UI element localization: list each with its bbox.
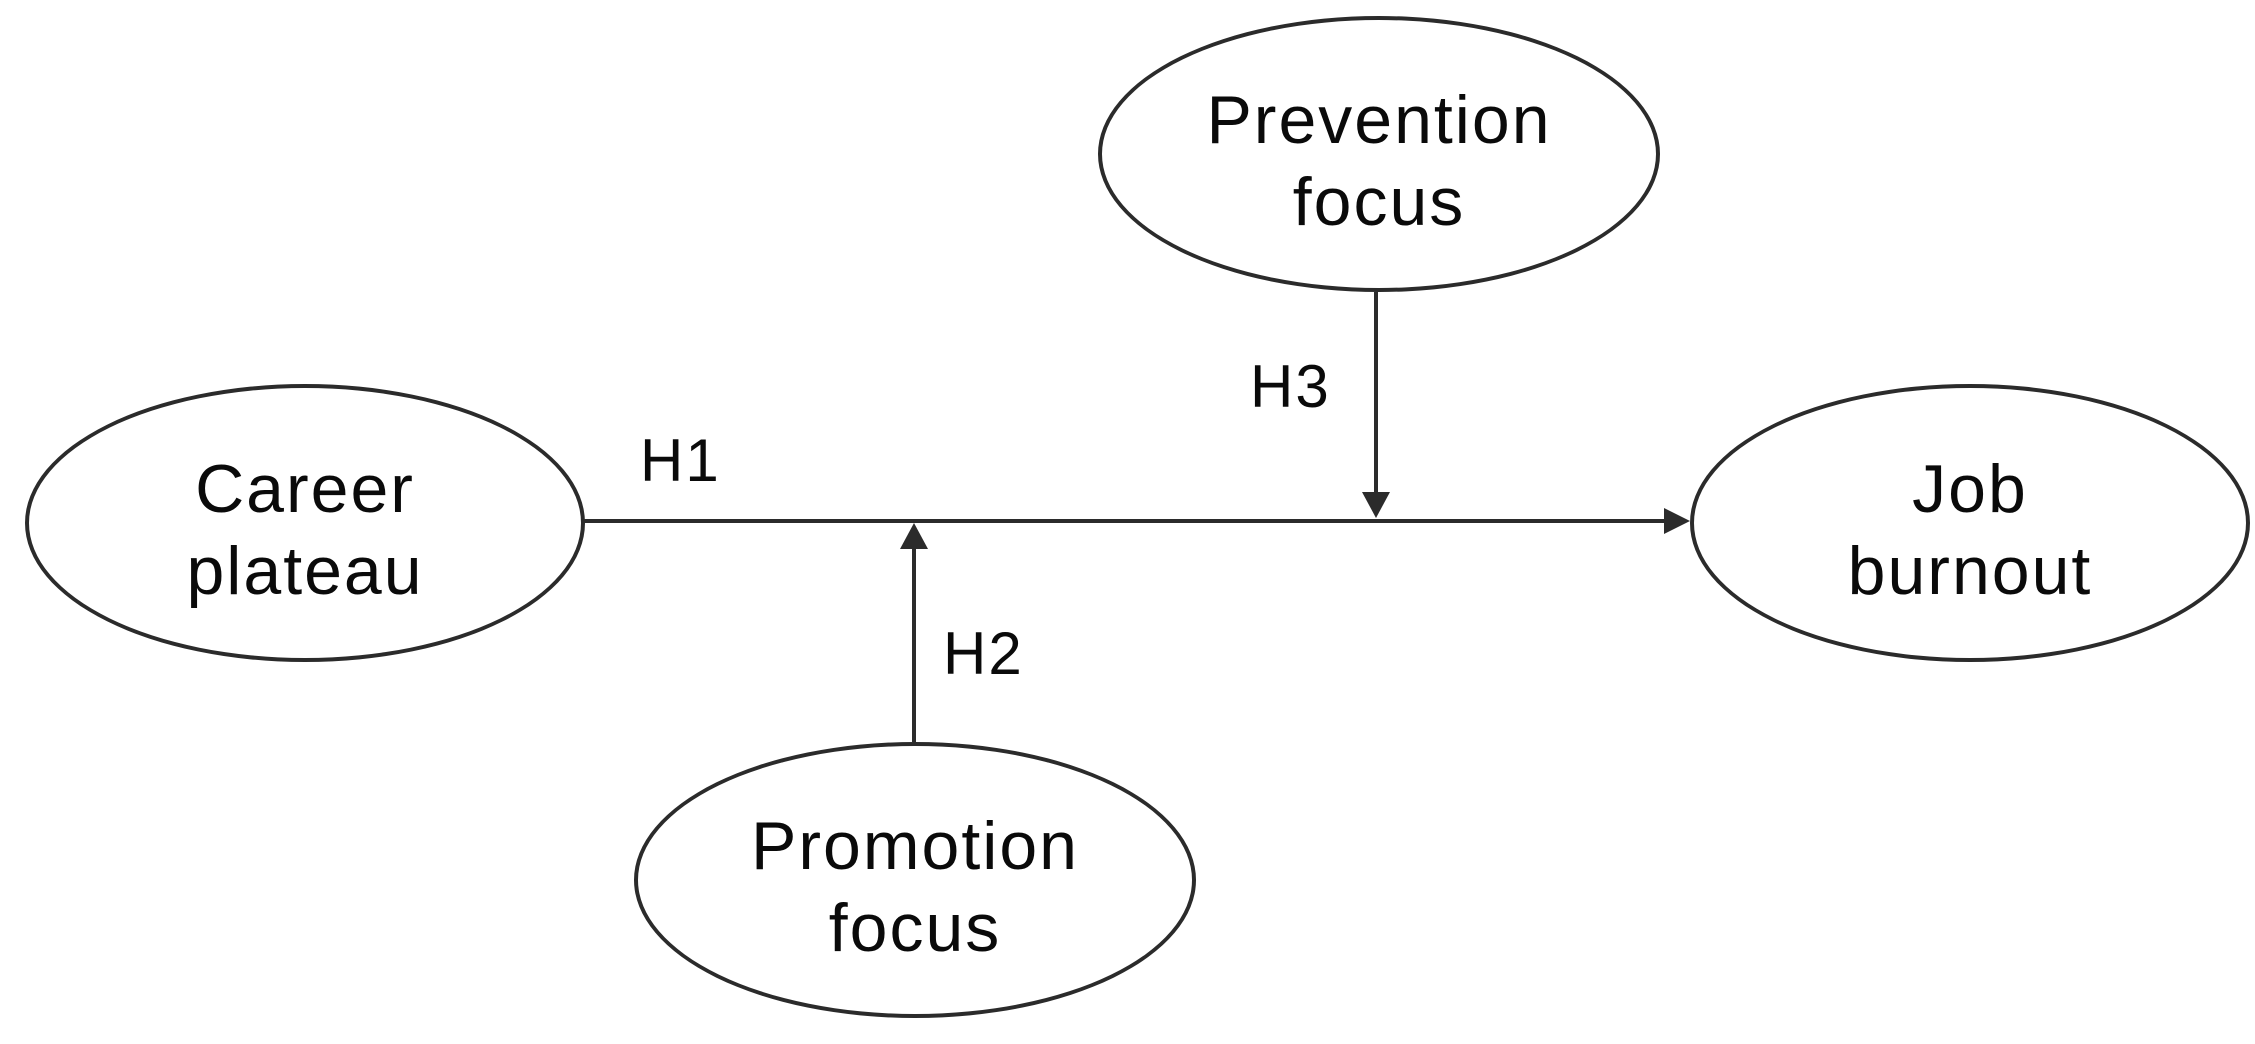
edge-h2-line bbox=[912, 549, 916, 742]
edge-h1-label: H1 bbox=[640, 427, 721, 494]
node-promotion-focus: Promotion focus bbox=[634, 742, 1196, 1018]
node-job-burnout-line1: Job bbox=[1912, 450, 2028, 527]
arrowhead-up-icon bbox=[900, 523, 928, 549]
arrowhead-right-icon bbox=[1664, 508, 1690, 534]
node-career-plateau: Career plateau bbox=[25, 384, 585, 662]
node-job-burnout: Job burnout bbox=[1690, 384, 2250, 662]
node-prevention-focus: Prevention focus bbox=[1098, 16, 1660, 292]
node-promotion-focus-line1: Promotion bbox=[751, 807, 1079, 884]
node-promotion-focus-line2: focus bbox=[828, 890, 1002, 966]
node-prevention-focus-line2: focus bbox=[1292, 164, 1466, 240]
edge-h2-label: H2 bbox=[943, 620, 1024, 687]
edge-h1-line bbox=[583, 519, 1668, 523]
node-career-plateau-line2: plateau bbox=[186, 533, 424, 609]
node-prevention-focus-line1: Prevention bbox=[1206, 81, 1552, 158]
arrowhead-down-icon bbox=[1362, 492, 1390, 518]
edge-h3-label: H3 bbox=[1250, 353, 1331, 420]
node-career-plateau-line1: Career bbox=[195, 450, 415, 527]
edge-h3-line bbox=[1374, 292, 1378, 492]
node-job-burnout-line2: burnout bbox=[1847, 533, 2093, 609]
